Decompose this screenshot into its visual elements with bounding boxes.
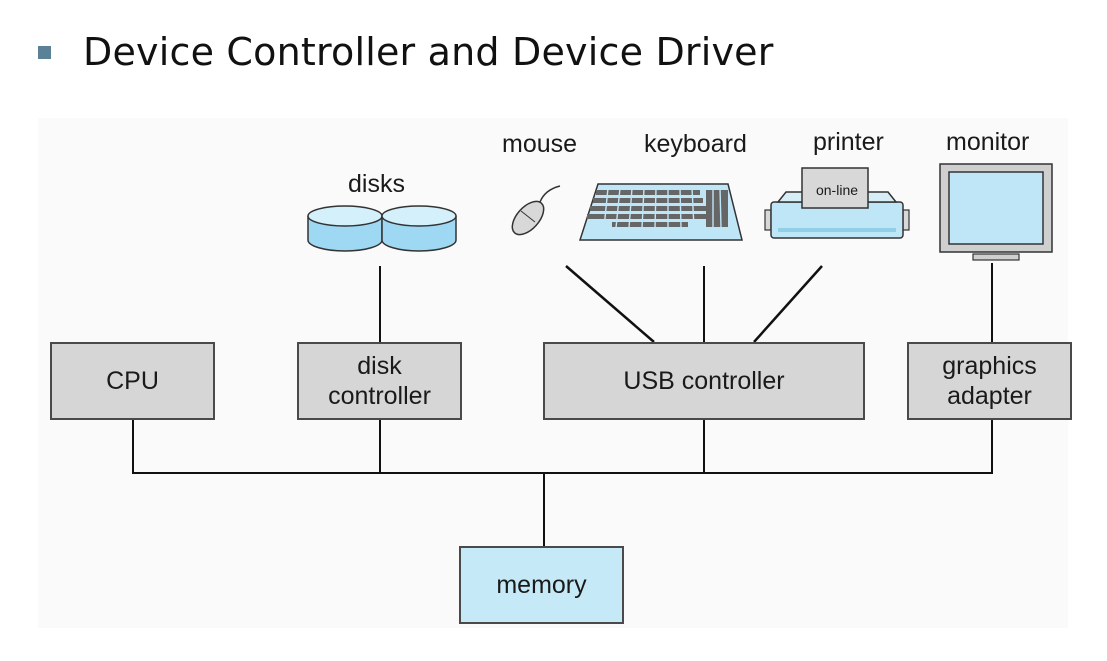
usb-controller-box: USB controller: [543, 342, 865, 420]
monitor-icon: [939, 163, 1053, 261]
graphics-adapter-bus-link: [991, 420, 993, 473]
bullet-icon: [38, 45, 51, 59]
mouse-label: mouse: [502, 130, 578, 158]
printer-online-label: on-line: [815, 182, 859, 198]
disk-controller-bus-link: [379, 420, 381, 473]
memory-bus-link: [543, 472, 545, 546]
keyboard-label: keyboard: [644, 130, 747, 158]
disks-icon: [307, 205, 457, 252]
disks-controller-link: [379, 266, 381, 342]
monitor-label: monitor: [946, 128, 1030, 156]
printer-icon: [764, 167, 910, 239]
system-bus: [132, 472, 993, 474]
cpu-bus-link: [132, 420, 134, 473]
cpu-label: CPU: [106, 367, 159, 395]
graphics-adapter-box: graphics adapter: [907, 342, 1072, 420]
disk-controller-label: disk controller: [328, 352, 431, 410]
printer-usb-link: [753, 265, 823, 343]
printer-label: printer: [813, 128, 884, 156]
memory-label: memory: [496, 571, 587, 599]
slide-title-row: Device Controller and Device Driver: [38, 22, 774, 82]
memory-box: memory: [459, 546, 624, 624]
disks-label: disks: [348, 170, 405, 198]
disk-controller-box: disk controller: [297, 342, 462, 420]
keyboard-usb-link: [703, 266, 705, 342]
keyboard-icon: [578, 183, 743, 241]
mouse-icon: [511, 185, 561, 236]
monitor-adapter-link: [991, 263, 993, 342]
io-architecture-diagram: CPU disk controller USB controller graph…: [38, 118, 1072, 628]
graphics-adapter-label: graphics adapter: [942, 352, 1037, 410]
usb-controller-bus-link: [703, 420, 705, 473]
usb-device-links: [565, 265, 823, 343]
cpu-box: CPU: [50, 342, 215, 420]
slide-title: Device Controller and Device Driver: [83, 30, 774, 74]
mouse-usb-link: [565, 265, 655, 343]
usb-controller-label: USB controller: [623, 367, 785, 395]
